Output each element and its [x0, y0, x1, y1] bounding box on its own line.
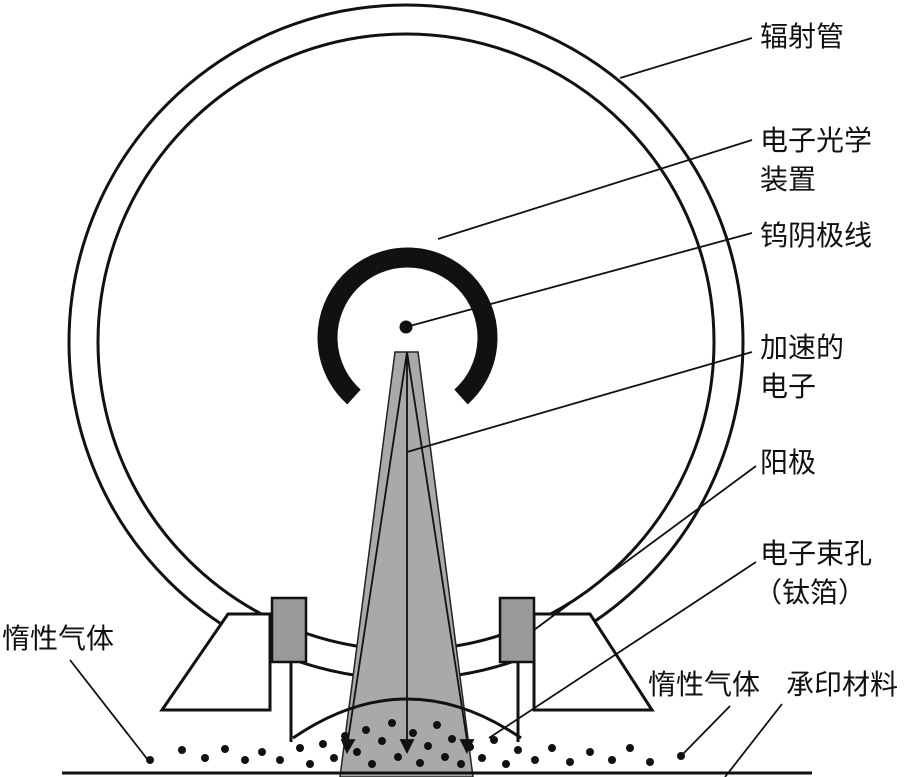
- electron-arrows: [340, 351, 475, 755]
- label-tungsten-cathode: 钨阴极线: [760, 219, 872, 252]
- gas-particles: [146, 719, 685, 768]
- right-support: [532, 612, 655, 712]
- label-beam-window-line1: 电子束孔: [760, 537, 872, 570]
- label-electron-optics-line1: 电子光学: [760, 124, 872, 157]
- label-radiation-tube: 辐射管: [760, 20, 844, 53]
- label-inert-gas-right: 惰性气体: [648, 668, 760, 701]
- left-support: [159, 612, 272, 712]
- electron-optics-arc: [317, 247, 498, 405]
- right-anode-block: [498, 596, 536, 664]
- label-beam-window-line2: （钛箔）: [754, 576, 866, 609]
- label-accelerated-electrons-line1: 加速的: [760, 331, 844, 364]
- label-accelerated-electrons-line2: 电子: [760, 370, 816, 403]
- leader-lines: [69, 37, 783, 777]
- label-anode: 阳极: [760, 446, 816, 479]
- left-anode-block: [270, 596, 308, 664]
- label-inert-gas-left: 惰性气体: [2, 622, 114, 655]
- label-electron-optics-line2: 装置: [760, 163, 816, 196]
- label-substrate: 承印材料: [786, 668, 898, 701]
